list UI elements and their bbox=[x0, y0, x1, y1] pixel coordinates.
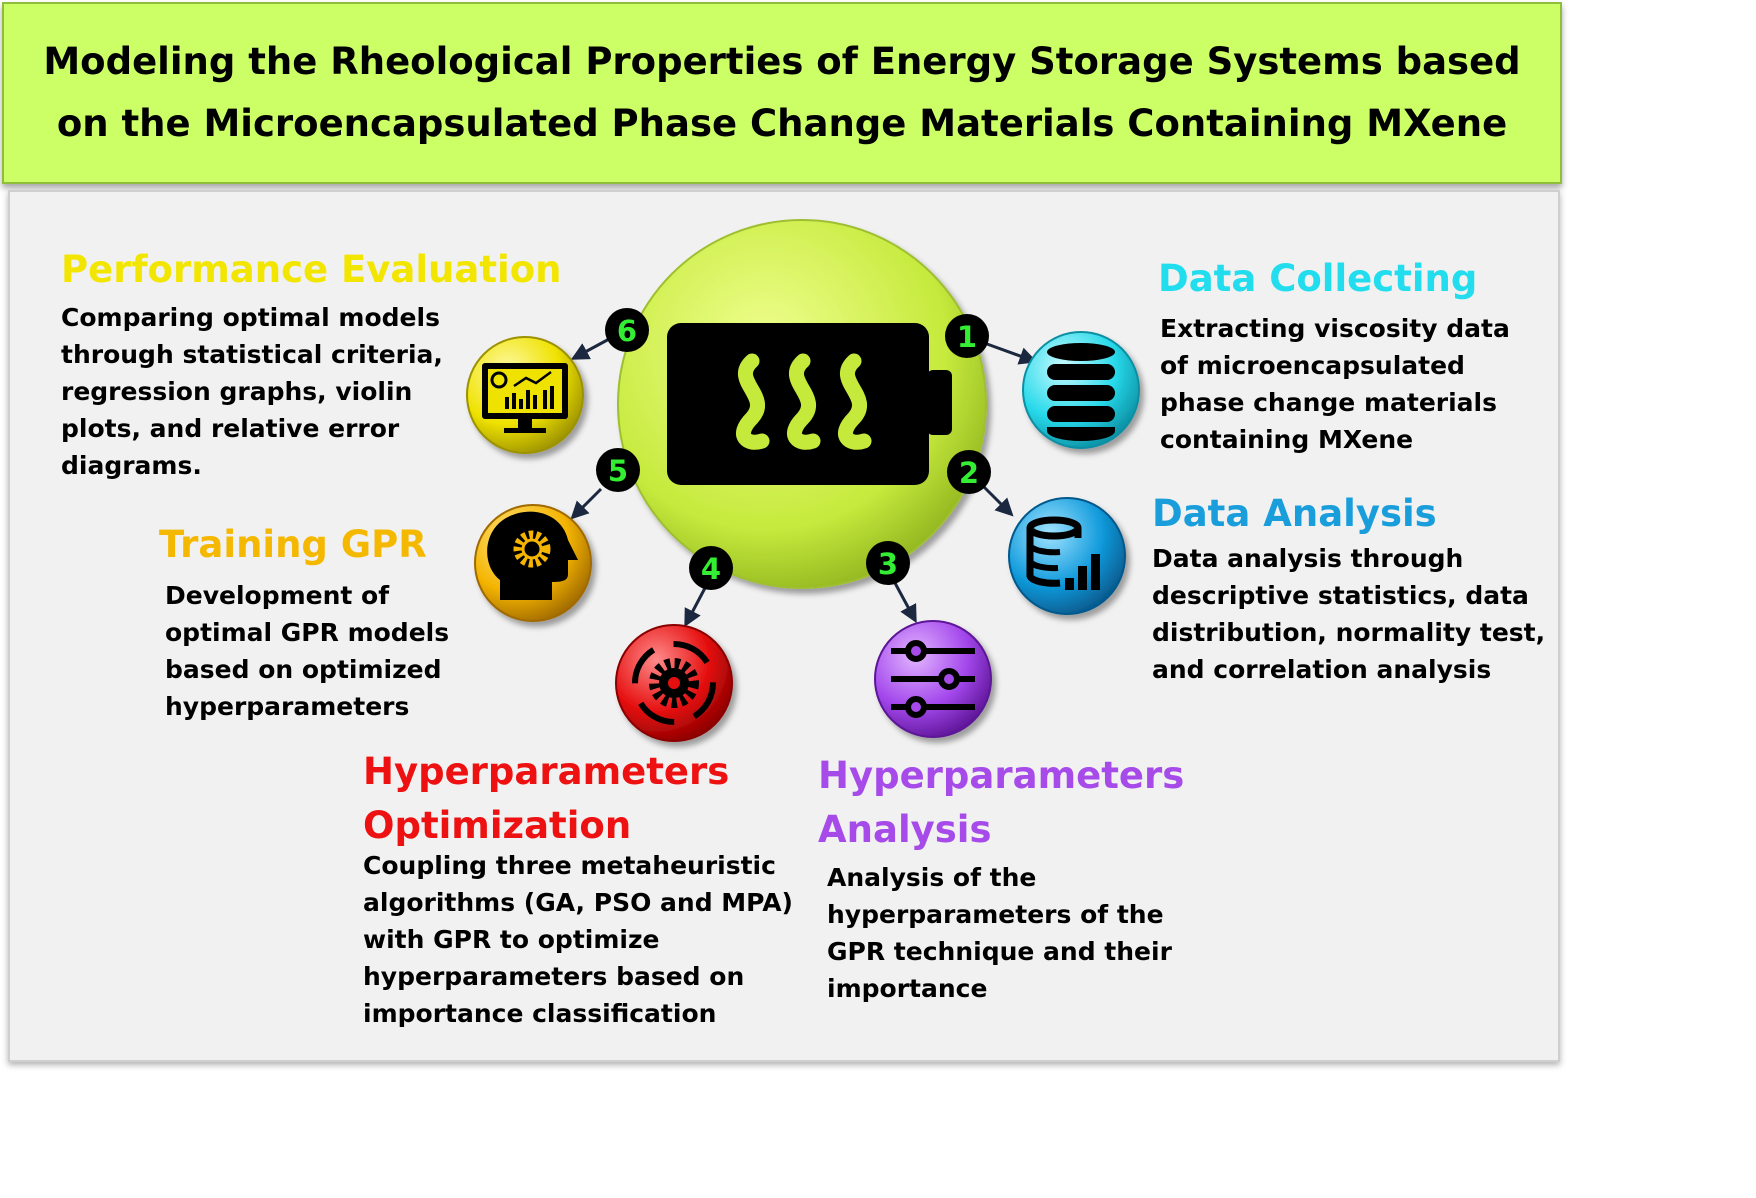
step-icon-2 bbox=[1008, 497, 1126, 615]
battery-heat-icon bbox=[667, 323, 952, 485]
title-line-2: on the Microencapsulated Phase Change Ma… bbox=[56, 102, 1508, 145]
step-icon-4 bbox=[615, 624, 733, 742]
diagram-title: Modeling the Rheological Properties of E… bbox=[43, 31, 1520, 155]
step-icon-1 bbox=[1022, 331, 1140, 449]
step-number-6: 6 bbox=[617, 314, 637, 348]
step-icon-3 bbox=[874, 620, 992, 738]
arrow-step-1 bbox=[986, 342, 1038, 365]
step-description-3: Analysis of the hyperparameters of the G… bbox=[827, 863, 1172, 1003]
step-badge-1: 1 bbox=[945, 314, 989, 358]
step-heading-4: Hyperparameters Optimization bbox=[363, 745, 729, 853]
arrow-step-2 bbox=[981, 484, 1014, 517]
step-description-5: Development of optimal GPR models based … bbox=[165, 581, 450, 721]
step-number-3: 3 bbox=[878, 547, 898, 581]
step-description-2: Data analysis through descriptive statis… bbox=[1152, 544, 1546, 684]
arrow-step-4 bbox=[684, 587, 707, 628]
step-heading-3-line-1: Hyperparameters bbox=[818, 754, 1185, 797]
connector-arrows bbox=[570, 336, 1038, 628]
database-chart-icon bbox=[1026, 516, 1100, 590]
step-badge-5: 5 bbox=[596, 448, 640, 492]
step-badge-6: 6 bbox=[605, 308, 649, 352]
step-badge-4: 4 bbox=[689, 546, 733, 590]
head-gear-icon bbox=[487, 511, 578, 600]
title-banner: Modeling the Rheological Properties of E… bbox=[2, 2, 1562, 184]
step-badge-3: 3 bbox=[866, 541, 910, 585]
step-number-5: 5 bbox=[608, 454, 628, 488]
step-icon-5 bbox=[474, 504, 592, 622]
step-heading-1: Data Collecting bbox=[1158, 257, 1478, 300]
step-description-1: Extracting viscosity data of microencaps… bbox=[1160, 314, 1510, 454]
step-badge-2: 2 bbox=[947, 450, 991, 494]
arrow-step-6 bbox=[570, 336, 612, 360]
battery-hub bbox=[617, 219, 987, 589]
monitor-chart-icon bbox=[482, 363, 568, 433]
sliders-icon bbox=[891, 640, 975, 718]
arrow-step-3 bbox=[893, 582, 917, 624]
step-heading-4-line-2: Optimization bbox=[363, 804, 632, 847]
step-number-2: 2 bbox=[959, 456, 979, 490]
gear-cycle-icon bbox=[632, 641, 716, 725]
step-number-4: 4 bbox=[701, 552, 721, 586]
arrow-step-5 bbox=[570, 487, 603, 520]
step-heading-2: Data Analysis bbox=[1152, 492, 1437, 535]
diagram-stage: Modeling the Rheological Properties of E… bbox=[2, 2, 1562, 1062]
step-heading-5: Training GPR bbox=[159, 523, 427, 566]
step-heading-3-line-2: Analysis bbox=[818, 808, 992, 851]
step-description-4: Coupling three metaheuristic algorithms … bbox=[363, 851, 793, 1028]
step-description-6: Comparing optimal models through statist… bbox=[61, 303, 443, 480]
step-heading-6: Performance Evaluation bbox=[61, 248, 562, 291]
workflow-diagram: 1 2 3 4 5 6 bbox=[466, 219, 1140, 742]
step-number-1: 1 bbox=[957, 320, 977, 354]
database-icon bbox=[1047, 343, 1115, 441]
step-heading-3: Hyperparameters Analysis bbox=[818, 749, 1184, 857]
title-line-1: Modeling the Rheological Properties of E… bbox=[43, 40, 1521, 83]
step-icon-6 bbox=[466, 336, 584, 454]
step-heading-4-line-1: Hyperparameters bbox=[363, 750, 730, 793]
